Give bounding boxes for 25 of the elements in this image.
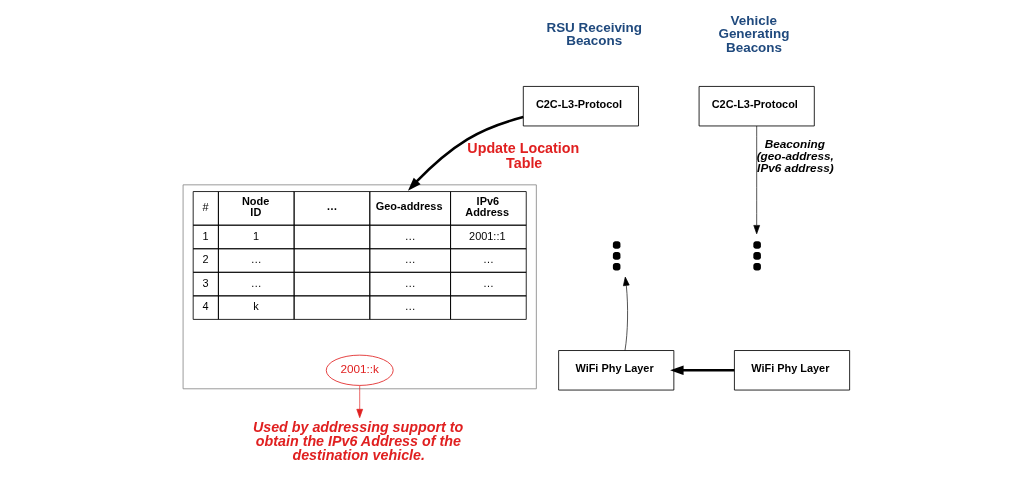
label: k	[253, 300, 259, 313]
label: …	[482, 253, 494, 266]
label: 1	[202, 229, 209, 242]
label: …	[482, 276, 494, 289]
label: #	[202, 201, 209, 214]
label: Geo-address	[375, 200, 443, 213]
label: …	[404, 276, 416, 289]
label: …	[404, 253, 416, 266]
label: RSU Receiving Beacons	[546, 19, 643, 49]
label: Vehicle Generating Beacons	[718, 12, 790, 55]
edge-label: Update Location Table	[467, 140, 580, 171]
label: …	[404, 229, 416, 242]
label: Node ID	[241, 195, 270, 219]
label: IPv6 Address	[465, 195, 509, 219]
edge-label: Beaconing (geo-address, IPv6 address)	[756, 136, 834, 174]
label: 2	[202, 253, 209, 266]
label: 3	[202, 276, 209, 289]
label: 1	[252, 229, 259, 242]
label: 2001::1	[469, 229, 506, 242]
label: …	[250, 276, 262, 289]
node-text: Used by addressing support to obtain the IPv6 Address of the destination vehicle.	[252, 418, 464, 464]
label: 4	[202, 300, 209, 313]
label: …	[404, 300, 416, 313]
label: …	[250, 253, 262, 266]
label: …	[326, 200, 338, 213]
